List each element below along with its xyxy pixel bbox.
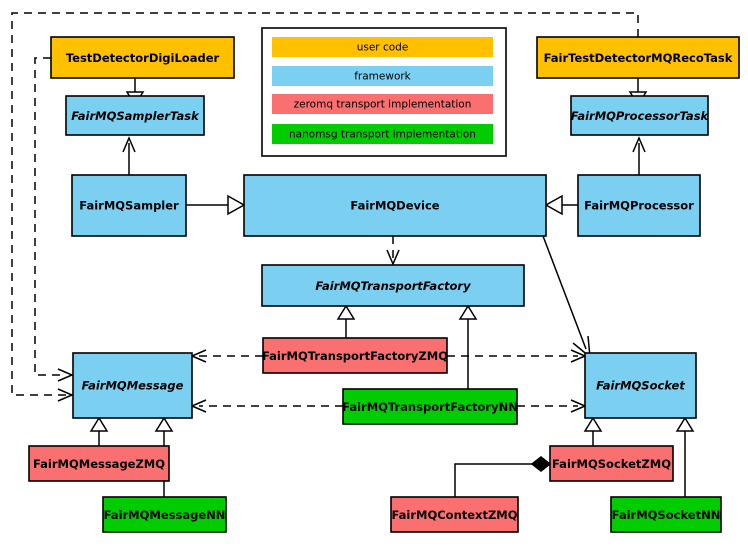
node-label: FairMQProcessor [584,199,694,213]
legend-item-nanomsg: nanomsg transport implementation [272,124,493,144]
node-box[interactable] [536,36,740,79]
node-fairmqprocessortask[interactable]: FairMQProcessorTask [570,95,710,136]
edge-sampler-to-samplertask [122,136,136,175]
node-fairmqsamplertask[interactable]: FairMQSamplerTask [65,95,205,136]
node-fairmqcontextzmq[interactable]: FairMQContextZMQ [390,496,519,533]
edge-tfnn-to-message [190,399,343,413]
legend-item-user-code: user code [272,37,493,57]
node-label: FairMQMessageNN [104,508,226,522]
node-fairmqsocket[interactable]: FairMQSocket [584,352,697,419]
node-fairmqsocketzmq[interactable]: FairMQSocketZMQ [549,445,674,482]
node-label: FairMQTransportFactoryZMQ [262,349,448,363]
node-fairmqmessagezmq[interactable]: FairMQMessageZMQ [28,445,170,482]
node-box[interactable] [577,174,701,237]
node-box[interactable] [72,352,193,419]
node-testdetectordigiloader[interactable]: TestDetectorDigiLoader [50,36,235,79]
node-label: FairMQTransportFactoryNN [342,400,518,414]
node-label: FairMQMessageZMQ [33,457,165,471]
legend-item-framework: framework [272,66,493,86]
node-label: FairMQDevice [350,199,439,213]
legend-label: nanomsg transport implementation [289,129,476,141]
node-box[interactable] [261,264,525,307]
node-box[interactable] [342,388,518,425]
edge-sampler-to-device [186,194,246,216]
node-fairmqprocessor[interactable]: FairMQProcessor [577,174,701,237]
node-fairmqmessagenn[interactable]: FairMQMessageNN [102,496,227,533]
node-box[interactable] [71,174,187,237]
legend-label: framework [354,71,411,83]
node-box[interactable] [262,337,448,374]
edge-messagezmq-to-message [89,416,109,446]
node-fairmqtransportfactorynn[interactable]: FairMQTransportFactoryNN [342,388,518,425]
edge-digiloader-to-message [34,57,74,382]
node-fairmqsampler[interactable]: FairMQSampler [71,174,187,237]
node-label: FairMQTransportFactory [315,279,471,293]
node-fairmqtransportfactoryzmq[interactable]: FairMQTransportFactoryZMQ [262,337,448,374]
node-fairmqmessage[interactable]: FairMQMessage [72,352,193,419]
edge-tfnn-to-socket [517,399,587,413]
edge-tfzmq-to-transportfactory [336,304,356,338]
node-box[interactable] [50,36,235,79]
node-label: FairMQContextZMQ [391,508,517,522]
node-label: FairMQSampler [79,199,179,213]
edge-contextzmq-to-socketzmq [454,456,552,497]
legend-label: user code [357,42,409,54]
edge-socketzmq-to-socket [583,416,603,446]
edge-processor-to-processortask [632,136,646,175]
edge-processor-to-device [544,194,578,216]
node-label: FairMQProcessorTask [571,109,710,123]
legend-swatch [272,94,493,114]
node-label: FairMQSocket [596,379,685,393]
node-label: FairMQSamplerTask [71,109,200,123]
node-box[interactable] [243,174,547,237]
node-box[interactable] [570,95,709,136]
node-fairmqdevice[interactable]: FairMQDevice [243,174,547,237]
node-box[interactable] [28,445,170,482]
edge-socketnn-to-socket [675,416,695,497]
node-fairtestdetectormqrecotask[interactable]: FairTestDetectorMQRecoTask [536,36,740,79]
legend-swatch [272,66,493,86]
node-box[interactable] [390,496,519,533]
legend-swatch [272,37,493,57]
edge-tfnn-to-transportfactory [458,304,478,389]
legend: user code framework zeromq transport imp… [261,27,507,157]
node-box[interactable] [102,496,227,533]
legend-label: zeromq transport implementation [294,99,472,111]
node-label: TestDetectorDigiLoader [66,51,220,65]
node-label: FairMQSocketZMQ [552,457,671,471]
edge-recotask-to-message [11,12,639,402]
node-box[interactable] [65,95,205,136]
edge-device-to-socket [542,235,591,359]
node-box[interactable] [549,445,674,482]
node-label: FairTestDetectorMQRecoTask [544,51,733,65]
edge-tfzmq-to-message [190,349,263,363]
node-fairmqsocketnn[interactable]: FairMQSocketNN [610,496,722,533]
node-box[interactable] [584,352,697,419]
node-fairmqtransportfactory[interactable]: FairMQTransportFactory [261,264,525,307]
node-label: FairMQSocketNN [612,508,721,522]
edge-device-to-transportfactory [386,236,400,266]
node-layer: TestDetectorDigiLoader FairTestDetectorM… [28,36,740,533]
node-label: FairMQMessage [82,379,184,393]
node-box[interactable] [610,496,722,533]
legend-item-zeromq: zeromq transport implementation [272,94,493,114]
legend-swatch [272,124,493,144]
